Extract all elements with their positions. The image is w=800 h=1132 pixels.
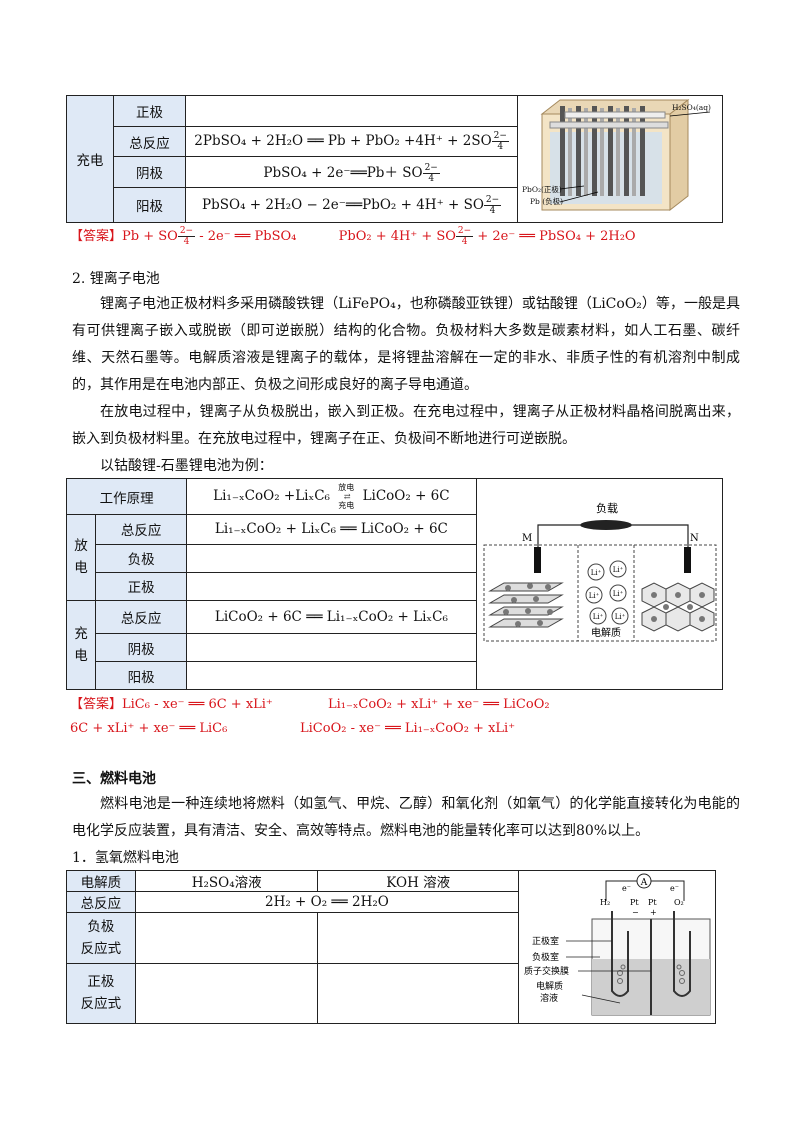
label-electrolyte: 电解质 bbox=[591, 626, 621, 639]
cell-cathode-koh bbox=[317, 962, 519, 1025]
fuel-cell-figure-cell: A e⁻ e⁻ H₂ Pt Pt O₂ − + bbox=[517, 870, 717, 1024]
label-negative-chamber: 负极室 bbox=[532, 951, 559, 963]
label-plus: + bbox=[650, 908, 657, 917]
row-label-cathode: 正极 bbox=[112, 95, 187, 127]
cell-discharge-total: Li₁₋ₓCoO₂ + LiₓC₆ ══ LiCoO₂ + 6C bbox=[186, 514, 477, 545]
paragraph-fuel: 燃料电池是一种连续地将燃料（如氢气、甲烷、乙醇）和氧化剂（如氧气）的化学能直接转… bbox=[72, 796, 740, 839]
label-positive-chamber: 正极室 bbox=[532, 935, 559, 947]
col-header-h2so4: H₂SO₄溶液 bbox=[134, 869, 319, 893]
col-header-koh: KOH 溶液 bbox=[317, 869, 519, 893]
label-pt-left: Pt bbox=[630, 898, 639, 907]
row-label-cathode-charge: 阴极 bbox=[112, 156, 187, 189]
cell-fuel-total: 2H₂ + O₂ ══ 2H₂O bbox=[134, 891, 519, 914]
electron-left: e⁻ bbox=[622, 884, 631, 893]
section-3-title: 三、燃料电池 bbox=[72, 771, 156, 787]
row-label-anode: 阳极 bbox=[112, 187, 187, 223]
paragraph-li-1: 锂离子电池正极材料多采用磷酸铁锂（LiFePO₄，也称磷酸亚铁锂）或钴酸锂（Li… bbox=[72, 296, 740, 393]
cell-charge-total: LiCoO₂ + 6C ══ Li₁₋ₓCoO₂ + LiₓC₆ bbox=[186, 599, 477, 634]
row-label-anode-fuel: 负极反应式 bbox=[66, 912, 136, 964]
answer-2: 【答案】LiC₆ - xe⁻ ══ 6C + xLi⁺ Li₁₋ₓCoO₂ + … bbox=[70, 697, 550, 736]
paragraph-li-3: 以钴酸锂-石墨锂电池为例： bbox=[100, 458, 273, 474]
cell-cathode-empty bbox=[185, 95, 519, 127]
lead-battery-figure: H₂SO₄(aq) PbO₂(正极) Pb (负极) bbox=[522, 98, 711, 212]
cell-anode-koh bbox=[317, 912, 519, 964]
li-ion-table: 工作原理 Li₁₋ₓCoO₂ +LiₓC₆ 放电 ⇄ 充电 LiCoO₂ + 6… bbox=[65, 478, 724, 690]
li-ion-6: Li⁺ bbox=[615, 613, 626, 621]
cell-charge-anode bbox=[186, 661, 477, 690]
cell-cathode-h2so4 bbox=[134, 962, 319, 1025]
row-label-cathode-discharge: 正极 bbox=[95, 571, 188, 601]
row-label-total-discharge: 总反应 bbox=[95, 514, 188, 545]
row-header-discharge: 放电 bbox=[65, 514, 97, 601]
label-m: M bbox=[522, 533, 532, 544]
li-ion-figure-cell: 负载 M N bbox=[475, 478, 724, 690]
label-pt-right: Pt bbox=[648, 898, 657, 907]
lead-battery-table: 充电 正极 bbox=[66, 95, 723, 223]
label-load: 负载 bbox=[596, 501, 618, 515]
row-label-total-charge: 总反应 bbox=[95, 599, 188, 634]
label-solution-1: 电解质 bbox=[536, 980, 563, 992]
row-header-charge: 充电 bbox=[66, 95, 114, 223]
row-label-cathode-charge-li: 阴极 bbox=[95, 633, 188, 662]
label-o2: O₂ bbox=[674, 898, 684, 907]
label-pbo2: PbO₂(正极) bbox=[522, 184, 562, 194]
label-pb: Pb (负极) bbox=[530, 196, 563, 206]
label-minus: − bbox=[632, 908, 639, 917]
row-label-anode-discharge: 负极 bbox=[95, 543, 188, 573]
row-label-cathode-fuel: 正极反应式 bbox=[66, 962, 136, 1025]
lead-battery-figure-cell: H₂SO₄(aq) PbO₂(正极) Pb (负极) bbox=[517, 95, 723, 223]
cell-anode-h2so4 bbox=[134, 912, 319, 964]
row-label-total: 总反应 bbox=[112, 125, 187, 158]
label-h2so4: H₂SO₄(aq) bbox=[672, 103, 711, 112]
fuel-cell-figure: A e⁻ e⁻ H₂ Pt Pt O₂ − + bbox=[524, 873, 711, 1016]
row-label-electrolyte: 电解质 bbox=[66, 869, 136, 893]
row-label-total-fuel: 总反应 bbox=[66, 891, 136, 914]
li-ion-5: Li⁺ bbox=[593, 613, 604, 621]
subsection-1-title: 1．氢氧燃料电池 bbox=[72, 850, 179, 866]
li-ion-3: Li⁺ bbox=[589, 592, 600, 600]
paragraph-li-2: 在放电过程中，锂离子从负极脱出，嵌入到正极。在充电过程中，锂离子从正极材料晶格间… bbox=[72, 404, 740, 447]
ammeter-label: A bbox=[640, 878, 648, 888]
li-ion-2: Li⁺ bbox=[613, 566, 624, 574]
row-header-charge-li: 充电 bbox=[65, 599, 97, 690]
cell-work-equation: Li₁₋ₓCoO₂ +LiₓC₆ 放电 ⇄ 充电 LiCoO₂ + 6C bbox=[186, 478, 477, 515]
li-ion-1: Li⁺ bbox=[591, 569, 602, 577]
li-ion-4: Li⁺ bbox=[613, 590, 624, 598]
li-ion-figure: 负载 M N bbox=[483, 501, 717, 642]
section-2-title: 2. 锂离子电池 bbox=[72, 271, 160, 287]
cell-charge-cathode bbox=[186, 633, 477, 662]
cell-discharge-anode bbox=[186, 543, 477, 573]
label-solution-2: 溶液 bbox=[540, 992, 558, 1004]
label-n: N bbox=[690, 533, 699, 544]
label-membrane: 质子交换膜 bbox=[524, 965, 569, 977]
fuel-cell-table: 电解质 H₂SO₄溶液 KOH 溶液 A e⁻ e⁻ H₂ Pt Pt O₂ −… bbox=[66, 869, 717, 1025]
electron-right: e⁻ bbox=[670, 884, 679, 893]
cell-discharge-cathode bbox=[186, 571, 477, 601]
row-label-anode-charge-li: 阳极 bbox=[95, 661, 188, 690]
row-label-work: 工作原理 bbox=[65, 478, 188, 515]
label-h2: H₂ bbox=[600, 898, 610, 907]
